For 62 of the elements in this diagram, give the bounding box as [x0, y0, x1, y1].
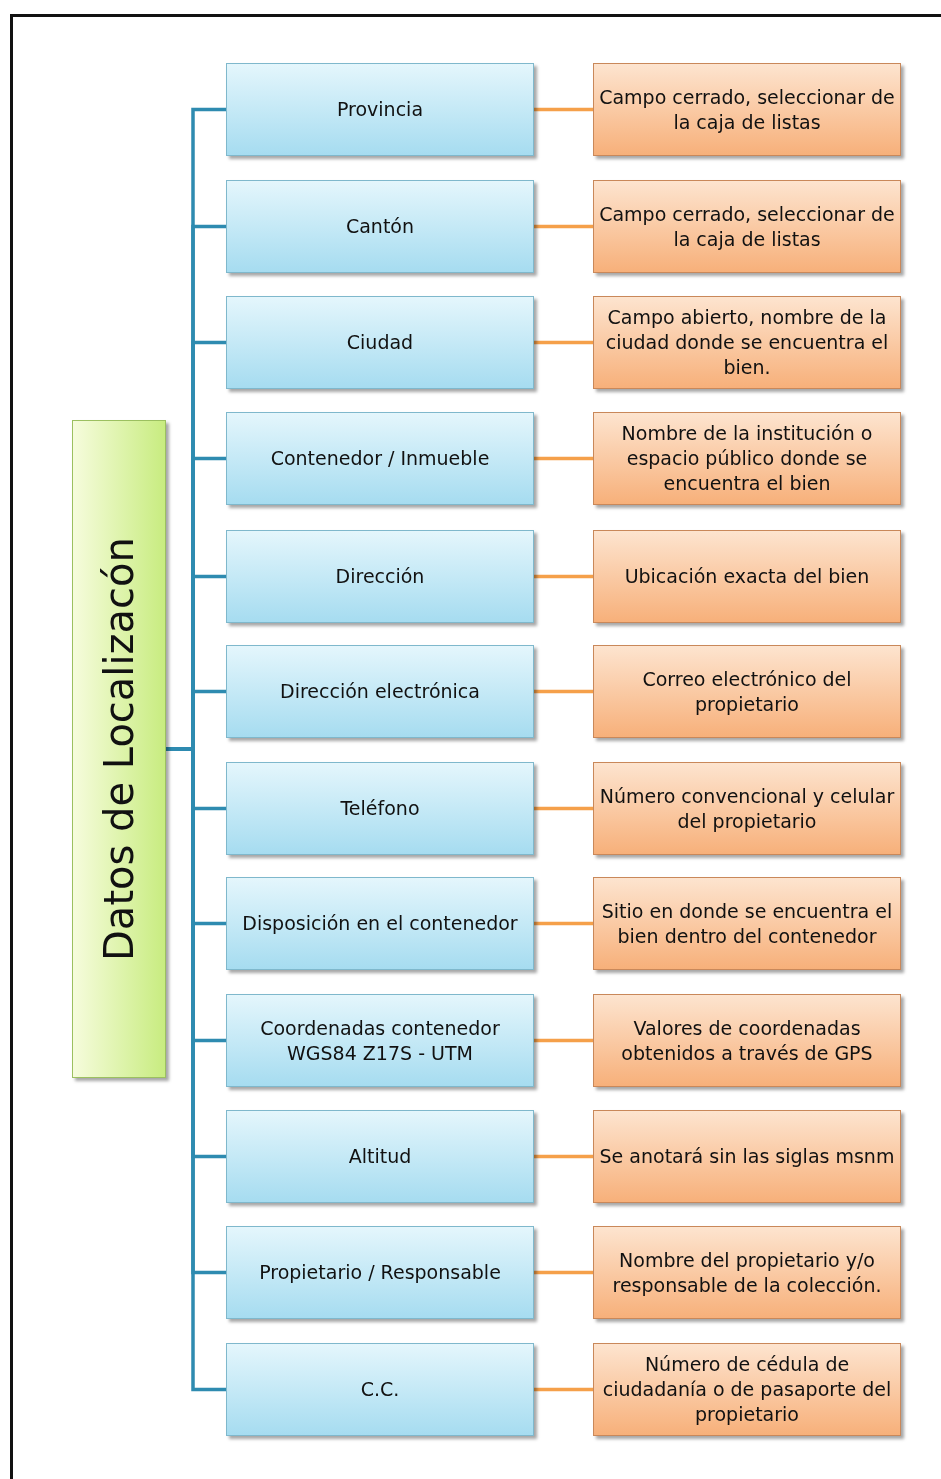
field-box [226, 412, 534, 505]
field-box [226, 645, 534, 738]
connector-line [534, 224, 593, 229]
connector-line [534, 456, 593, 461]
description-box [593, 645, 901, 738]
field-description: Nombre del propietario y/o responsable de la colección. [611, 1247, 883, 1298]
field-name: Dirección [335, 564, 425, 589]
connector-line [534, 1038, 593, 1043]
field-box [226, 296, 534, 389]
field-description: Ubicación exacta del bien [624, 564, 870, 589]
description-box [593, 530, 901, 623]
connector-line [534, 107, 593, 112]
field-box [226, 1343, 534, 1436]
field-name: Contenedor / Inmueble [270, 446, 490, 471]
description-box [593, 762, 901, 855]
field-name: Provincia [336, 97, 424, 122]
description-box [593, 412, 901, 505]
field-description: Se anotará sin las siglas msnm [599, 1144, 895, 1169]
field-description: Campo cerrado, seleccionar de la caja de listas [598, 84, 896, 135]
field-description: Correo electrónico del propietario [641, 666, 853, 717]
field-description: Número de cédula de ciudadanía o de pasaporte del propietario [601, 1352, 893, 1427]
field-name: Propietario / Responsable [259, 1260, 501, 1285]
description-box [593, 180, 901, 273]
field-box [226, 1110, 534, 1203]
connector-line [534, 1154, 593, 1159]
field-name: Disposición en el contenedor [242, 911, 518, 936]
field-box [226, 530, 534, 623]
field-description: Valores de coordenadas obtenidos a través de GPS [620, 1015, 874, 1066]
field-description: Sitio en donde se encuentra el bien dentro del contenedor [600, 898, 894, 949]
description-box [593, 994, 901, 1087]
connector-line [534, 806, 593, 811]
field-description: Nombre de la institución o espacio público donde se encuentra el bien [620, 421, 874, 496]
field-name: Coordenadas contenedor WGS84 Z17S - UTM [259, 1015, 501, 1066]
field-name: Ciudad [346, 330, 414, 355]
field-description: Campo cerrado, seleccionar de la caja de listas [598, 201, 896, 252]
field-name: Dirección electrónica [280, 679, 480, 704]
field-box [226, 994, 534, 1087]
description-box [593, 63, 901, 156]
field-name: Altitud [348, 1144, 412, 1169]
description-box [593, 1343, 901, 1436]
field-box [226, 1226, 534, 1319]
field-description: Campo abierto, nombre de la ciudad donde se encuentra el bien. [604, 305, 890, 380]
field-name: Teléfono [340, 796, 420, 821]
connector-line [534, 689, 593, 694]
connector-line [534, 340, 593, 345]
title-text: Datos de Localizacón [95, 537, 143, 961]
connector-line [534, 574, 593, 579]
connector-line [534, 1270, 593, 1275]
connector-line [534, 1387, 593, 1392]
field-name: C.C. [360, 1377, 400, 1402]
field-description: Número convencional y celular del propietario [598, 783, 896, 834]
description-box [593, 296, 901, 389]
field-box [226, 762, 534, 855]
field-box [226, 877, 534, 970]
field-box [226, 180, 534, 273]
description-box [593, 877, 901, 970]
field-box [226, 63, 534, 156]
title-box [72, 420, 166, 1078]
field-name: Cantón [345, 214, 415, 239]
description-box [593, 1110, 901, 1203]
description-box [593, 1226, 901, 1319]
connector-line [534, 921, 593, 926]
